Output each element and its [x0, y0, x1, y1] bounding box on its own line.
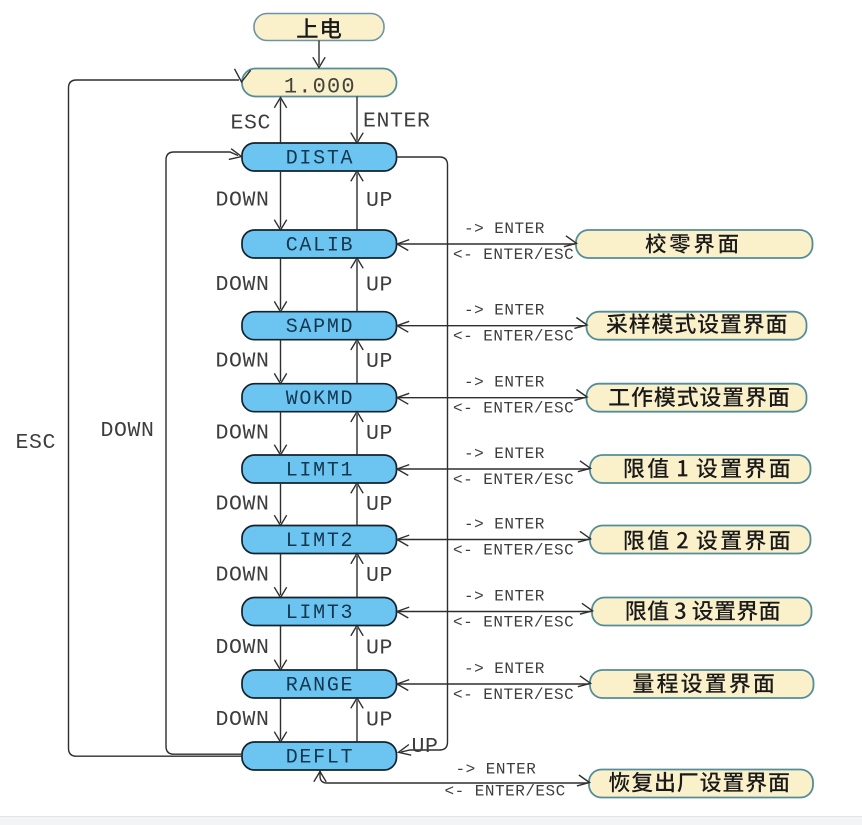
svg-text:UP: UP	[366, 493, 393, 517]
svg-text:ESC: ESC	[230, 112, 271, 136]
svg-text:ENTER: ENTER	[363, 110, 431, 134]
svg-text:CALIB: CALIB	[286, 234, 355, 257]
svg-text:UP: UP	[366, 564, 393, 588]
svg-text:1.000: 1.000	[284, 74, 356, 99]
svg-text:DOWN: DOWN	[215, 421, 269, 445]
svg-text:<- ENTER/ESC: <- ENTER/ESC	[453, 328, 574, 346]
svg-text:DOWN: DOWN	[215, 636, 269, 660]
svg-text:WOKMD: WOKMD	[286, 388, 355, 411]
svg-text:LIMT1: LIMT1	[286, 459, 355, 482]
svg-text:UP: UP	[366, 636, 393, 660]
svg-text:<- ENTER/ESC: <- ENTER/ESC	[453, 614, 574, 632]
svg-text:DOWN: DOWN	[215, 492, 269, 516]
svg-text:SAPMD: SAPMD	[286, 316, 355, 339]
svg-text:-> ENTER: -> ENTER	[456, 761, 537, 779]
svg-text:<- ENTER/ESC: <- ENTER/ESC	[453, 400, 574, 418]
svg-text:DOWN: DOWN	[101, 419, 155, 443]
svg-text:LIMT3: LIMT3	[286, 602, 355, 625]
svg-text:-> ENTER: -> ENTER	[464, 588, 545, 606]
svg-text:DOWN: DOWN	[215, 708, 269, 732]
svg-text:DISTA: DISTA	[286, 147, 355, 170]
svg-text:ESC: ESC	[16, 431, 57, 455]
svg-text:RANGE: RANGE	[286, 674, 355, 697]
svg-text:<- ENTER/ESC: <- ENTER/ESC	[453, 471, 574, 489]
svg-text:<- ENTER/ESC: <- ENTER/ESC	[453, 246, 574, 264]
svg-text:-> ENTER: -> ENTER	[464, 516, 545, 534]
svg-text:UP: UP	[366, 350, 393, 374]
svg-text:DEFLT: DEFLT	[286, 746, 355, 769]
svg-text:<- ENTER/ESC: <- ENTER/ESC	[453, 686, 574, 704]
svg-text:DOWN: DOWN	[215, 189, 269, 213]
svg-text:-> ENTER: -> ENTER	[464, 445, 545, 463]
svg-text:LIMT2: LIMT2	[286, 530, 355, 553]
svg-text:-> ENTER: -> ENTER	[464, 302, 545, 320]
svg-text:-> ENTER: -> ENTER	[464, 660, 545, 678]
svg-text:UP: UP	[366, 709, 393, 733]
svg-text:-> ENTER: -> ENTER	[464, 374, 545, 392]
svg-text:-> ENTER: -> ENTER	[464, 220, 545, 238]
svg-text:UP: UP	[412, 735, 439, 759]
svg-text:UP: UP	[366, 273, 393, 297]
svg-text:DOWN: DOWN	[215, 350, 269, 374]
svg-text:DOWN: DOWN	[215, 564, 269, 588]
svg-text:UP: UP	[366, 422, 393, 446]
svg-text:<- ENTER/ESC: <- ENTER/ESC	[445, 783, 566, 801]
svg-text:<- ENTER/ESC: <- ENTER/ESC	[453, 542, 574, 560]
svg-text:UP: UP	[366, 189, 393, 213]
svg-text:DOWN: DOWN	[215, 273, 269, 297]
